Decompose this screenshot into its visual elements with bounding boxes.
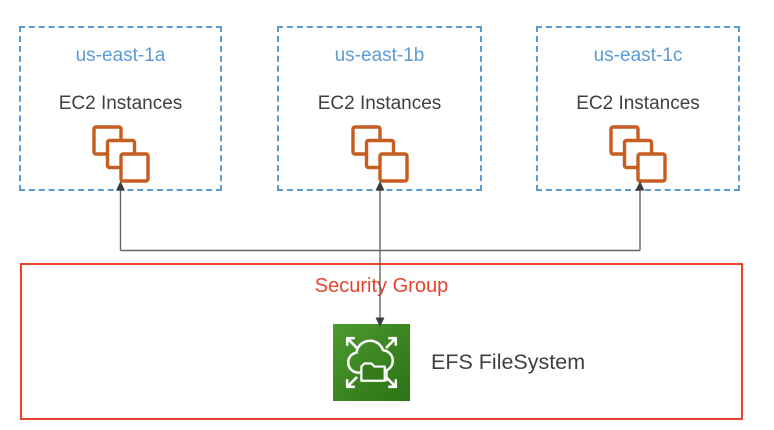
security-group-box: [20, 263, 743, 420]
az-name-label: us-east-1b: [334, 45, 425, 66]
az-name-label: us-east-1a: [75, 45, 166, 66]
efs-filesystem-label: EFS FileSystem: [431, 350, 586, 374]
ec2-instances-label: EC2 Instances: [576, 93, 700, 114]
az-box-us-east-1c: us-east-1c EC2 Instances: [536, 26, 740, 191]
ec2-instances-label: EC2 Instances: [317, 93, 442, 114]
ec2-instances-icon: [350, 125, 409, 183]
ec2-instances-label: EC2 Instances: [58, 93, 183, 114]
efs-icon: [333, 324, 410, 401]
security-group-label: Security Group: [314, 275, 449, 297]
az-name-label: us-east-1c: [593, 45, 683, 66]
efs-filesystem: EFS FileSystem: [333, 324, 585, 401]
ec2-instances-icon: [91, 125, 150, 183]
az-box-us-east-1a: us-east-1a EC2 Instances: [19, 26, 222, 191]
ec2-instances-icon: [609, 125, 667, 183]
az-box-us-east-1b: us-east-1b EC2 Instances: [277, 26, 482, 191]
